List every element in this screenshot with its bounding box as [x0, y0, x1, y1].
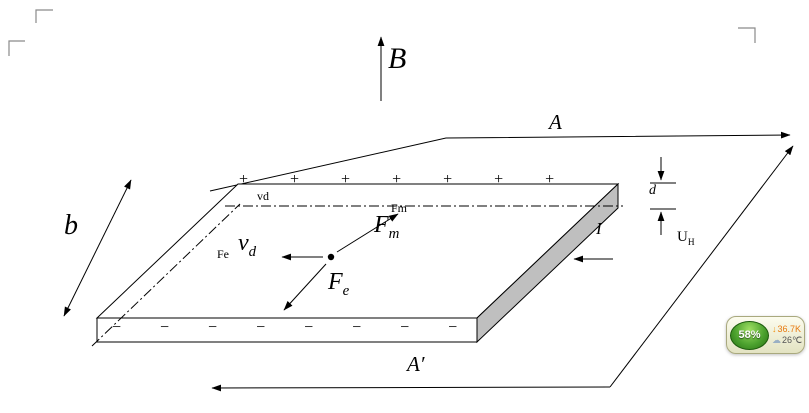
plane-a-prime-right-edge [609, 145, 794, 388]
slab-hidden-edges [91, 203, 623, 347]
label-width-b: b [64, 210, 78, 241]
electric-force-symbol: F [328, 269, 343, 295]
usage-percent: 58% [738, 329, 761, 341]
b-dimension-arrow [63, 179, 132, 317]
label-plane-a: A [549, 110, 562, 134]
weather-row: ☁ 26℃ [772, 335, 802, 346]
slab-right-face [476, 182, 619, 344]
conductor-slab [95, 182, 620, 344]
positive-charge-row: + + + + + + + [239, 171, 555, 188]
net-speed-row: ↓ 36.7K [772, 324, 802, 335]
label-plane-a-prime: A′ [407, 352, 425, 376]
corner-mark-top-left-2 [8, 40, 25, 56]
widget-info-column: ↓ 36.7K ☁ 26℃ [772, 324, 802, 347]
label-drift-velocity: vd [238, 231, 256, 260]
plane-a-outline [209, 131, 791, 192]
label-fm-small: Fm [391, 201, 408, 215]
label-electric-force: Fe [328, 270, 349, 299]
drift-velocity-symbol: v [238, 230, 249, 256]
temperature-value: 26℃ [782, 335, 803, 345]
electric-force-subscript: e [342, 282, 350, 299]
drift-velocity-subscript: d [248, 243, 257, 260]
label-vd-small: vd [257, 189, 269, 203]
download-arrow-icon: ↓ [772, 323, 777, 334]
magnetic-force-symbol: F [374, 212, 389, 238]
electric-force-arrow [283, 263, 327, 311]
plane-a-prime-outline [211, 145, 794, 392]
corner-mark-top-left-1 [35, 9, 53, 23]
usage-orb[interactable]: 58% [730, 320, 769, 350]
plane-a-prime-bottom-edge [211, 384, 611, 392]
slab-top-face [95, 183, 620, 319]
corner-mark-top-right [738, 27, 756, 43]
hidden-left-edge [91, 203, 241, 347]
label-hall-voltage: UH [677, 230, 695, 248]
label-b-field: B [388, 42, 407, 75]
cloud-icon: ☁ [772, 335, 781, 345]
system-monitor-widget[interactable]: 58% ↓ 36.7K ☁ 26℃ [726, 316, 805, 354]
page-corner-marks [8, 9, 756, 56]
hall-voltage-subscript: H [687, 238, 695, 248]
label-current-i: I [596, 219, 602, 238]
label-magnetic-force: Fm [374, 213, 399, 242]
net-speed-value: 36.7K [777, 323, 802, 334]
magnetic-force-arrow [336, 213, 399, 253]
charge-dot [327, 253, 335, 261]
label-thickness-d: d [649, 183, 656, 198]
label-fe-small: Fe [217, 247, 229, 261]
d-dimension [650, 157, 676, 235]
charge-carrier-forces [281, 213, 399, 311]
magnetic-force-subscript: m [388, 225, 400, 242]
hall-voltage-symbol: U [677, 229, 688, 245]
negative-charge-row: − − − − − − − − [112, 319, 458, 336]
